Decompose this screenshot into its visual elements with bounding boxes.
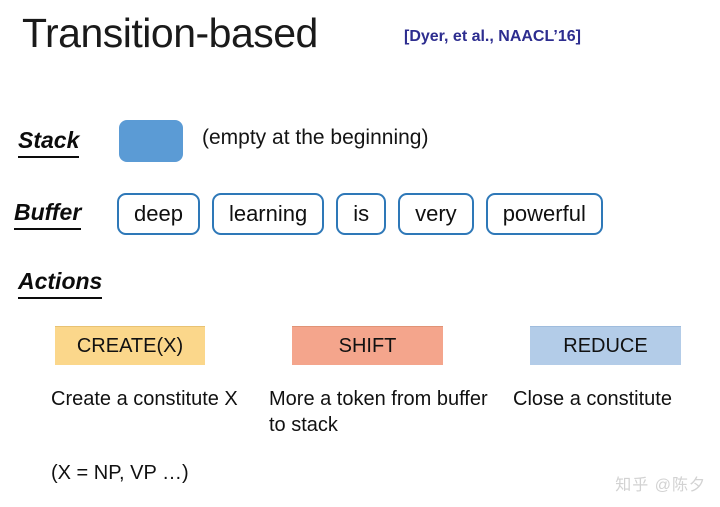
buffer-token-list: deep learning is very powerful (117, 193, 603, 235)
buffer-token: is (336, 193, 387, 235)
action-description-create-extra: (X = NP, VP …) (51, 462, 189, 484)
watermark: 知乎 @陈夕 (615, 477, 706, 494)
stack-note: (empty at the beginning) (202, 126, 429, 149)
action-description-reduce: Close a constitute (513, 388, 672, 410)
stack-label: Stack (18, 127, 80, 158)
action-box-shift: SHIFT (292, 326, 443, 365)
action-box-reduce: REDUCE (530, 326, 681, 365)
buffer-token: deep (117, 193, 200, 235)
stack-container-box (119, 120, 183, 162)
action-box-create: CREATE(X) (55, 326, 205, 365)
action-description-shift: More a token from buffer to stack (269, 388, 488, 436)
buffer-label: Buffer (14, 199, 82, 230)
buffer-token: powerful (485, 193, 603, 235)
page-title: Transition-based (22, 10, 318, 56)
actions-label: Actions (18, 268, 103, 299)
buffer-token: very (398, 193, 474, 235)
buffer-token: learning (211, 193, 325, 235)
citation-reference: [Dyer, et al., NAACL’16] (404, 28, 581, 45)
action-description-create: Create a constitute X (51, 388, 238, 410)
